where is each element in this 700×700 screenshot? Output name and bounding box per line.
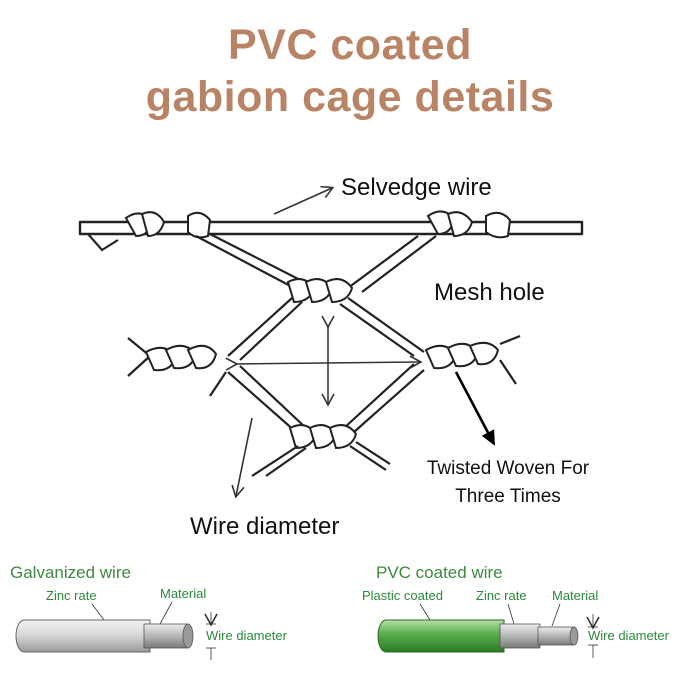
wire-diameter-label: Wire diameter (190, 513, 339, 540)
mesh-hole-label: Mesh hole (434, 279, 545, 306)
pvc-wire-section: PVC coated wire Plastic coated Zinc rate… (362, 563, 670, 658)
selvedge-wire-label: Selvedge wire (341, 174, 492, 201)
twisted-label-line-1: Twisted Woven For (427, 458, 590, 479)
selvedge-wire (78, 210, 584, 252)
mesh-wires (127, 233, 521, 477)
galvanized-zinc-rate-label: Zinc rate (46, 588, 97, 603)
selvedge-arrow (273, 185, 335, 215)
galvanized-wire-diameter-label: Wire diameter (206, 628, 288, 643)
pvc-material-label: Material (552, 588, 598, 603)
galvanized-material-label: Material (160, 586, 206, 601)
twisted-label-line-2: Three Times (455, 486, 561, 507)
pvc-plastic-coated-label: Plastic coated (362, 588, 443, 603)
twisted-arrow (454, 371, 496, 446)
galvanized-heading: Galvanized wire (10, 563, 131, 582)
mesh-hole-dimension (225, 315, 423, 407)
page-title-line-2: gabion cage details (145, 73, 555, 121)
pvc-wire-diameter-label: Wire diameter (588, 628, 670, 643)
pvc-heading: PVC coated wire (376, 563, 503, 582)
wire-diameter-arrow (231, 417, 253, 499)
pvc-zinc-rate-label: Zinc rate (476, 588, 527, 603)
galvanized-wire-section: Galvanized wire Zinc rate Material Wire … (10, 563, 288, 660)
page-title-line-1: PVC coated (228, 21, 472, 69)
